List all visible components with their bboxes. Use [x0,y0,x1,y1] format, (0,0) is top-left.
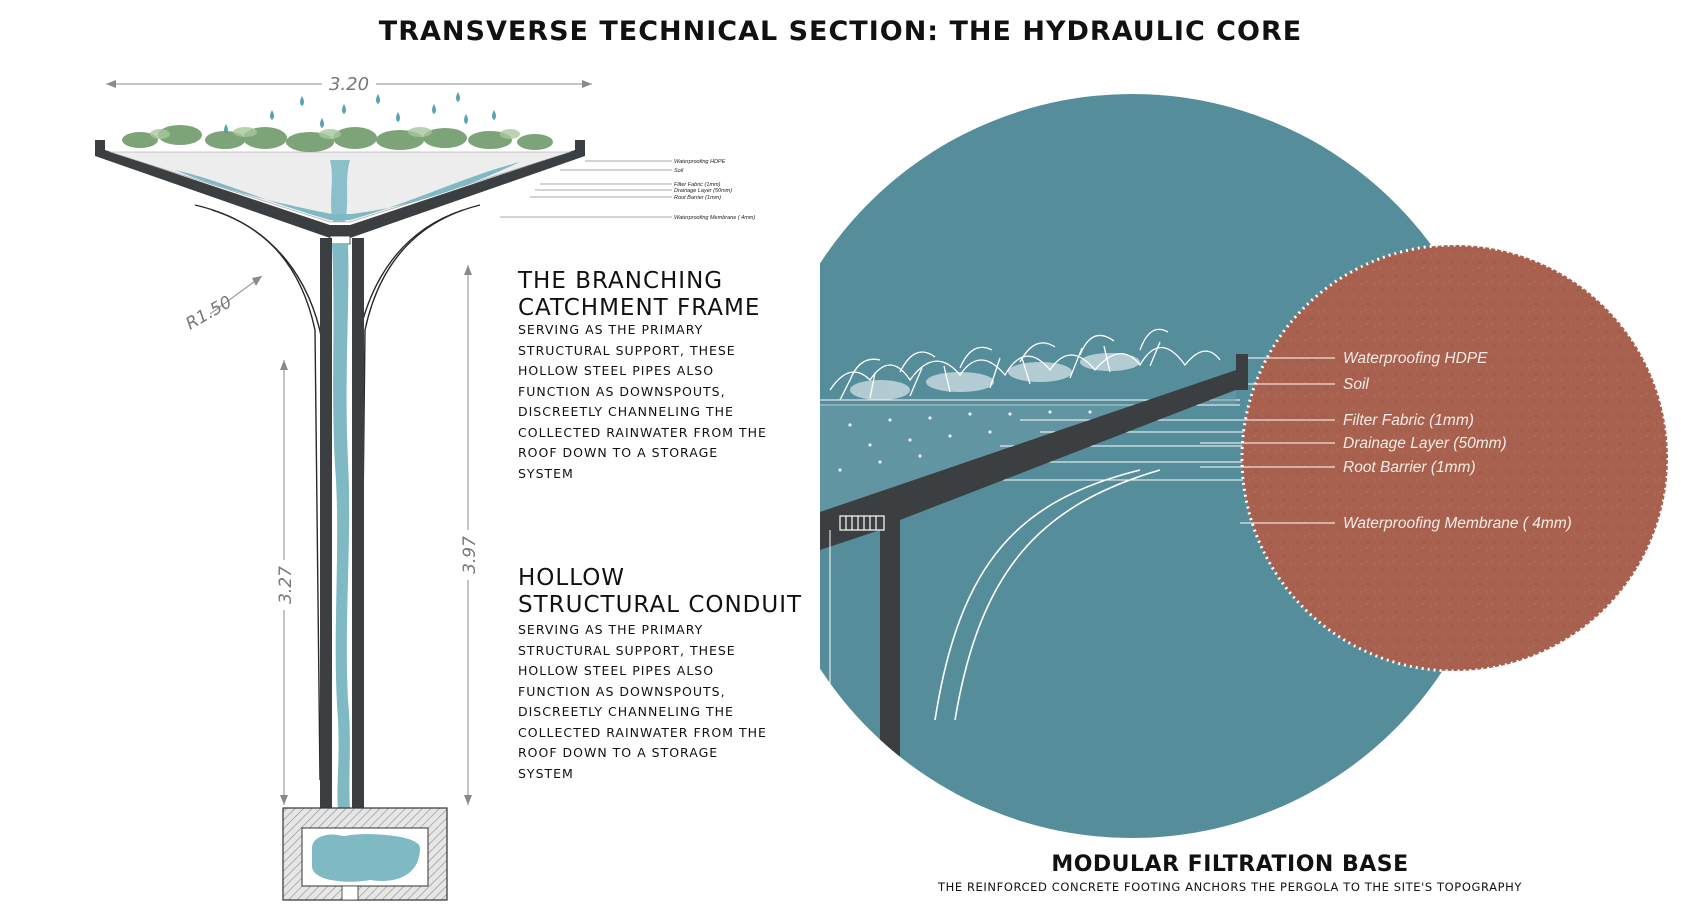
detail-soil-marks [838,408,1132,472]
body-line: FUNCTION AS DOWNSPOUTS, [518,683,726,699]
body-line: SERVING AS THE PRIMARY [518,622,704,637]
drain-grate [329,235,351,245]
section-body-conduit: SERVING AS THE PRIMARY STRUCTURAL SUPPOR… [518,620,788,784]
roof-plants [122,125,553,152]
body-line: DISCREETLY CHANNELING THE [518,404,734,419]
small-label-filter: Filter Fabric (1mm) [674,182,721,188]
height-left-label: 3.27 [276,566,296,604]
body-line: DISCREETLY CHANNELING THE [518,704,734,719]
body-line: STRUCTURAL SUPPORT, THESE [518,642,736,658]
teal-detail-circle [820,94,1504,838]
heading-line: CATCHMENT FRAME [518,295,761,321]
radius-label: R1.50 [183,292,236,334]
rain-drops [224,92,496,134]
body-line: ROOF DOWN TO A STORAGE [518,445,719,460]
column-left-wall [320,238,332,808]
detail-frame-curves [934,469,1161,721]
label-filter-fabric: Filter Fabric (1mm) [1343,412,1474,429]
section-body-catchment: SERVING AS THE PRIMARY STRUCTURAL SUPPOR… [518,320,788,484]
label-root-barrier: Root Barrier (1mm) [1343,459,1476,476]
small-label-hdpe: Waterproofing HDPE [674,159,726,165]
small-label-membrane: Waterproofing Membrane ( 4mm) [674,215,755,221]
label-waterproofing-membrane: Waterproofing Membrane ( 4mm) [1343,515,1572,532]
body-line: HOLLOW STEEL PIPES ALSO [518,663,715,678]
detail-leaders [1200,357,1335,524]
radius-dimension: R1.50 [183,275,263,334]
small-label-soil: Soil [674,168,684,174]
body-line: STRUCTURAL SUPPORT, THESE [518,342,736,358]
body-line: HOLLOW STEEL PIPES ALSO [518,363,715,378]
soil-texture [1245,248,1665,668]
section-drawing: 3.20 [95,72,755,901]
footing-outlet [341,885,359,901]
small-label-root: Root Barrier (1mm) [674,195,721,201]
body-line: ROOF DOWN TO A STORAGE [518,745,719,760]
height-right-dimension: 3.97 [456,265,480,805]
detail-tray-cap [1236,354,1248,390]
detail-grate [839,515,885,531]
section-heading-conduit: HOLLOW STRUCTURAL CONDUIT [518,565,802,619]
body-line: FUNCTION AS DOWNSPOUTS, [518,383,726,399]
footing-water [312,834,420,882]
body-line: SERVING AS THE PRIMARY [518,322,704,337]
base-subtitle: THE REINFORCED CONCRETE FOOTING ANCHORS … [937,880,1523,894]
label-drainage-layer: Drainage Layer (50mm) [1343,435,1507,452]
page-title: TRANSVERSE TECHNICAL SECTION: THE HYDRAU… [378,16,1303,47]
width-label: 3.20 [329,74,369,95]
height-right-label: 3.97 [460,536,480,574]
label-waterproofing-hdpe: Waterproofing HDPE [1343,350,1488,367]
height-left-dimension: 3.27 [272,360,296,805]
detail-plant-fill [850,353,1140,400]
detail-tray-beam [820,370,1246,838]
tray-water-channel [330,160,350,222]
small-label-drainage: Drainage Layer (50mm) [674,188,732,194]
catchment-tray [95,140,585,238]
small-layer-callouts [500,160,672,218]
label-soil: Soil [1343,376,1369,393]
heading-line: HOLLOW [518,565,626,591]
section-heading-catchment: THE BRANCHING CATCHMENT FRAME [518,268,760,322]
column-water [332,244,350,808]
detail-magnifier: Waterproofing HDPE Soil Filter Fabric (1… [820,94,1670,838]
column-right-wall [352,238,364,808]
roof-plant-highlights [150,127,520,139]
detail-content [820,328,1290,838]
body-line: SYSTEM [518,765,574,781]
width-dimension: 3.20 [106,72,592,95]
body-line: COLLECTED RAINWATER FROM THE [518,724,767,740]
body-line: SYSTEM [518,465,574,481]
body-line: COLLECTED RAINWATER FROM THE [518,424,767,440]
base-title: MODULAR FILTRATION BASE [1051,852,1409,877]
heading-line: STRUCTURAL CONDUIT [518,592,803,618]
heading-line: THE BRANCHING [518,268,724,294]
